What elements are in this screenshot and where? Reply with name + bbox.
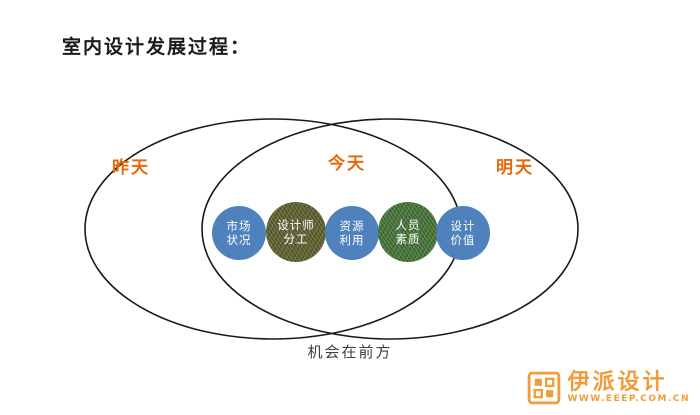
watermark-brand: 伊派设计	[567, 369, 668, 395]
venn-circle-designer-division: 设计师 分工	[266, 202, 326, 262]
page-title: 室内设计发展过程：	[62, 36, 252, 58]
bottom-caption: 机会在前方	[307, 343, 393, 361]
circle-text-line: 素质	[395, 232, 421, 246]
circle-text-line: 分工	[283, 232, 309, 246]
watermark-text: 伊派设计 WWW.EEEP.COM.CN	[567, 369, 690, 405]
ellipse-today-tomorrow	[201, 118, 579, 340]
circle-text-line: 人员	[395, 217, 421, 232]
venn-circle-market-situation: 市场 状况	[212, 206, 266, 260]
label-tomorrow: 明天	[496, 158, 534, 178]
venn-circle-personnel-quality: 人员 素质	[378, 202, 438, 262]
eeep-logo-icon	[528, 371, 561, 405]
circle-text-line: 状况	[226, 233, 252, 247]
circle-text-line: 资源	[339, 218, 365, 233]
label-today: 今天	[328, 154, 366, 174]
watermark-url: WWW.EEEP.COM.CN	[567, 394, 690, 405]
circle-text-line: 设计师	[277, 217, 315, 232]
venn-circle-resource-usage: 资源 利用	[325, 206, 379, 260]
circle-text-line: 利用	[339, 233, 365, 247]
circle-text-line: 设计	[450, 218, 476, 233]
circle-text-line: 市场	[226, 218, 252, 233]
watermark: 伊派设计 WWW.EEEP.COM.CN	[527, 369, 690, 405]
venn-circle-design-value: 设计 价值	[436, 206, 490, 260]
circle-text-line: 价值	[450, 233, 476, 247]
label-yesterday: 昨天	[112, 158, 150, 178]
